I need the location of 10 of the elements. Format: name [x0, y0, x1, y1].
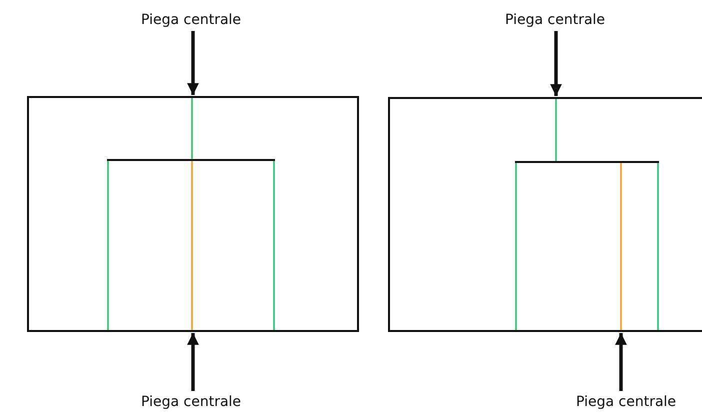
arrow [550, 31, 562, 96]
fold-label: Piega centrale [140, 393, 242, 411]
arrow [187, 31, 199, 95]
folded-sheet-drawing [388, 97, 702, 332]
folded-sheet-drawing [27, 96, 359, 332]
fold-label: Piega centrale [140, 11, 242, 29]
fold-label: Piega centrale [504, 11, 606, 29]
arrow [615, 333, 627, 391]
arrow [187, 333, 199, 391]
fold-label: Piega centrale [576, 393, 676, 411]
